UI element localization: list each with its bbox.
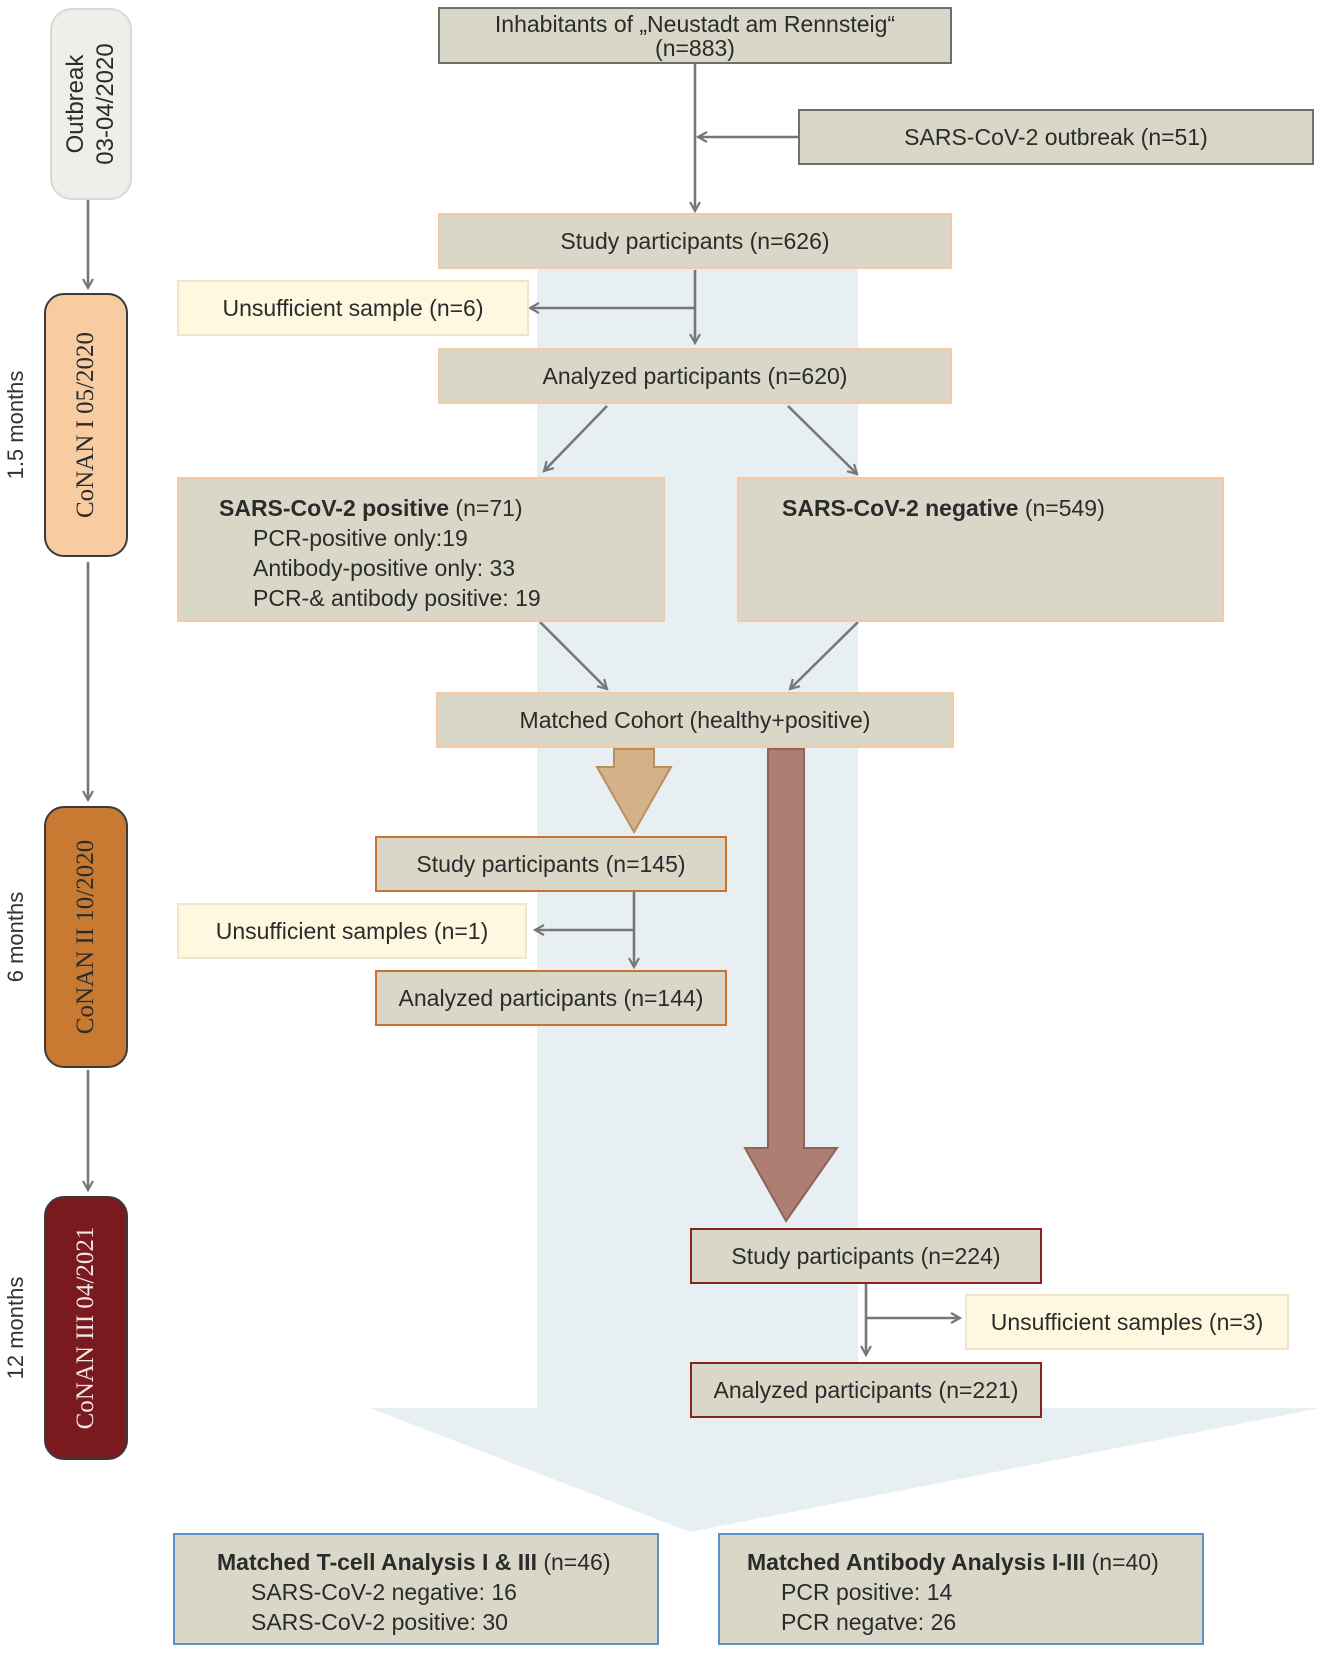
tcell-heading: Matched T-cell Analysis I & III (n=46) <box>217 1547 657 1577</box>
antibody-detail-pcr-negative: PCR negatve: 26 <box>781 1609 957 1635</box>
unsufficient2-label: Unsufficient samples (n=1) <box>215 918 489 944</box>
month-label-3: 12 months <box>3 1276 28 1380</box>
tcell-count: (n=46) <box>536 1549 611 1575</box>
positive-count: (n=71) <box>449 495 523 521</box>
tcell-detail-positive: SARS-CoV-2 positive: 30 <box>251 1609 508 1635</box>
outbreak-box: SARS-CoV-2 outbreak (n=51) <box>798 109 1314 165</box>
conan2-pill: CoNAN II 10/2020 <box>44 806 128 1068</box>
unsufficient3-box: Unsufficient samples (n=3) <box>965 1294 1289 1350</box>
tan-arrow <box>595 748 673 835</box>
negative-title: SARS-CoV-2 negative <box>782 495 1019 521</box>
brown-arrow <box>743 748 839 1223</box>
unsufficient1-label: Unsufficient sample (n=6) <box>222 295 484 321</box>
matched-cohort-label: Matched Cohort (healthy+positive) <box>519 707 871 733</box>
unsufficient3-label: Unsufficient samples (n=3) <box>990 1309 1264 1335</box>
outbreak-box-label: SARS-CoV-2 outbreak (n=51) <box>904 124 1208 150</box>
positive-detail-both: PCR-& antibody positive: 19 <box>253 585 541 611</box>
antibody-count: (n=40) <box>1085 1549 1159 1575</box>
study2-label: Study participants (n=145) <box>416 851 686 877</box>
study2-box: Study participants (n=145) <box>375 836 727 892</box>
tcell-title: Matched T-cell Analysis I & III <box>217 1549 537 1575</box>
analyzed1-label: Analyzed participants (n=620) <box>542 363 848 389</box>
conan3-label: CoNAN III 04/2021 <box>72 1226 99 1430</box>
antibody-title: Matched Antibody Analysis I-III <box>747 1549 1086 1575</box>
positive-detail-antibody: Antibody-positive only: 33 <box>253 555 516 581</box>
outbreak-label-line1: Outbreak <box>62 54 89 154</box>
positive-heading: SARS-CoV-2 positive (n=71) <box>219 493 663 523</box>
study3-box: Study participants (n=224) <box>690 1228 1042 1284</box>
outbreak-label: Outbreak 03-04/2020 <box>61 43 121 164</box>
antibody-analysis-box: Matched Antibody Analysis I-III (n=40) P… <box>718 1533 1204 1645</box>
negative-count: (n=549) <box>1018 495 1105 521</box>
positive-title: SARS-CoV-2 positive <box>219 495 450 521</box>
positive-box: SARS-CoV-2 positive (n=71) PCR-positive … <box>177 477 665 622</box>
analyzed2-box: Analyzed participants (n=144) <box>375 970 727 1026</box>
inhabitants-box: Inhabitants of „Neustadt am Rennsteig“ (… <box>438 7 952 64</box>
positive-detail-pcr: PCR-positive only:19 <box>253 525 468 551</box>
antibody-detail-pcr-positive: PCR positive: 14 <box>781 1579 953 1605</box>
month-label-2: 6 months <box>3 891 28 983</box>
month-label-1: 1.5 months <box>3 370 28 480</box>
analyzed2-label: Analyzed participants (n=144) <box>398 985 704 1011</box>
outbreak-label-line2: 03-04/2020 <box>92 43 119 165</box>
arrow-to-negative <box>787 405 857 474</box>
tcell-analysis-box: Matched T-cell Analysis I & III (n=46) S… <box>173 1533 659 1645</box>
study1-box: Study participants (n=626) <box>438 213 952 269</box>
outbreak-pill: Outbreak 03-04/2020 <box>50 8 132 200</box>
antibody-heading: Matched Antibody Analysis I-III (n=40) <box>747 1547 1202 1577</box>
negative-box: SARS-CoV-2 negative (n=549) <box>737 477 1224 622</box>
arrow-positive-matched <box>539 621 607 689</box>
inhabitants-count: (n=883) <box>655 34 735 61</box>
tcell-detail-negative: SARS-CoV-2 negative: 16 <box>251 1579 517 1605</box>
study3-label: Study participants (n=224) <box>731 1243 1001 1269</box>
conan2-label: CoNAN II 10/2020 <box>72 839 99 1035</box>
conan3-pill: CoNAN III 04/2021 <box>44 1196 128 1460</box>
analyzed3-box: Analyzed participants (n=221) <box>690 1362 1042 1418</box>
analyzed1-box: Analyzed participants (n=620) <box>438 348 952 404</box>
unsufficient2-box: Unsufficient samples (n=1) <box>177 903 527 959</box>
arrow-negative-matched <box>790 621 859 689</box>
conan1-pill: CoNAN I 05/2020 <box>44 293 128 557</box>
inhabitants-label: Inhabitants of „Neustadt am Rennsteig“ <box>494 10 896 37</box>
study1-label: Study participants (n=626) <box>560 228 830 254</box>
arrow-to-positive <box>544 405 608 471</box>
unsufficient1-box: Unsufficient sample (n=6) <box>177 280 529 336</box>
analyzed3-label: Analyzed participants (n=221) <box>713 1377 1019 1403</box>
conan1-label: CoNAN I 05/2020 <box>72 331 99 519</box>
matched-cohort-box: Matched Cohort (healthy+positive) <box>436 692 954 748</box>
